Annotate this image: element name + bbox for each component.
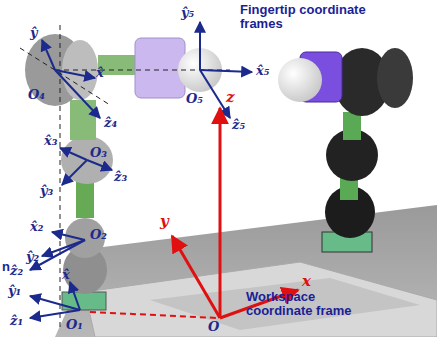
- caption-label: n: [2, 260, 10, 274]
- axis-label: O₂: [90, 228, 107, 242]
- axis-label: x̂₂: [30, 220, 43, 234]
- axis-label: ẑ₄: [104, 116, 117, 130]
- axis-label: ẑ₂: [10, 264, 23, 278]
- axis-label: x̂: [62, 268, 70, 282]
- axis-label: ẑ₁: [10, 314, 23, 328]
- axis-label: O₅: [186, 92, 203, 106]
- axis-label: x: [302, 274, 311, 290]
- axis-label: ŷ₅: [181, 6, 194, 20]
- axis-label: O: [208, 320, 219, 334]
- caption-label: Fingertip coordinate frames: [240, 3, 375, 30]
- axis-label: ŷ: [30, 26, 38, 40]
- axis-label: ŷ₂: [26, 250, 39, 264]
- axis-label: x̂₅: [256, 64, 269, 78]
- axis-label: x̂: [96, 66, 104, 80]
- axis-label: ŷ₃: [40, 184, 53, 198]
- axis-label: ẑ₃: [114, 170, 127, 184]
- axis-label: O₄: [28, 88, 45, 102]
- axis-label: ŷ₁: [8, 284, 21, 298]
- caption-label: Workspace coordinate frame: [246, 290, 366, 317]
- axis-label: ẑ₅: [232, 118, 245, 132]
- axis-label: z: [226, 90, 235, 106]
- axis-label: O₃: [90, 146, 107, 160]
- axis-label: y: [160, 214, 169, 230]
- axis-label: O₁: [66, 318, 83, 332]
- axis-label: x̂₃: [44, 134, 57, 148]
